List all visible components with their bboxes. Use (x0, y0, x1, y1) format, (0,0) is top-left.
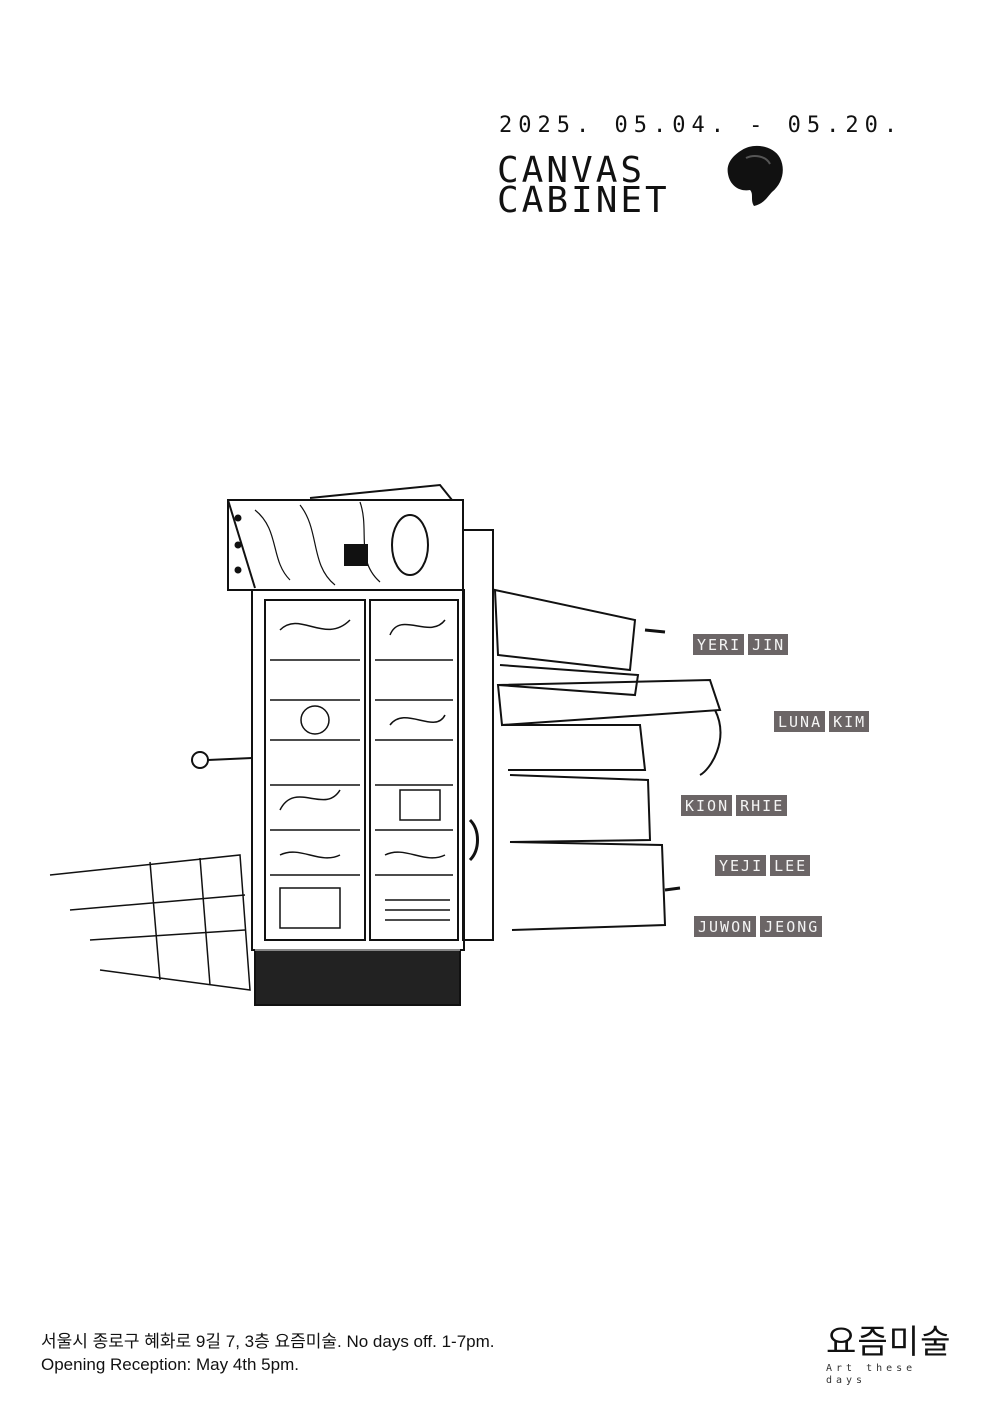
title-line-2: CABINET (497, 180, 670, 221)
cabinet-top (227, 483, 464, 591)
logo-korean: 요즘미술 (826, 1322, 952, 1361)
artist-first-name: YEJI (715, 855, 767, 876)
artist-first-name: YERI (693, 634, 745, 655)
artist-last-name: KIM (829, 711, 870, 732)
artist-first-name: LUNA (774, 711, 826, 732)
floor-lines (49, 854, 251, 991)
artist-tag-2: LUNA KIM (774, 711, 870, 732)
artist-last-name: JIN (748, 634, 789, 655)
cabinet-body (251, 589, 465, 1006)
artist-tag-1: YERI JIN (693, 634, 789, 655)
artist-tag-5: JUWON JEONG (694, 916, 823, 937)
reception-line: Opening Reception: May 4th 5pm. (41, 1355, 299, 1374)
artist-last-name: LEE (770, 855, 811, 876)
artist-first-name: KION (681, 795, 733, 816)
artist-last-name: JEONG (760, 916, 823, 937)
artist-tag-3: KION RHIE (681, 795, 788, 816)
address-line: 서울시 종로구 혜화로 9길 7, 3층 요즘미술. No days off. … (41, 1332, 495, 1351)
pull-out-drawers (462, 529, 722, 941)
artist-first-name: JUWON (694, 916, 757, 937)
artist-last-name: RHIE (736, 795, 788, 816)
exhibition-dates: 2025. 05.04. - 05.20. (499, 113, 904, 138)
gallery-logo: 요즘미술 Art these days (826, 1323, 960, 1387)
artist-tag-4: YEJI LEE (715, 855, 811, 876)
logo-english: Art these days (826, 1363, 917, 1386)
ink-blot-icon (727, 145, 783, 206)
title-line-1: CANVAS (497, 150, 646, 191)
exhibition-title: CANVAS CABINET (497, 150, 670, 221)
cabinet-sketch (49, 483, 722, 1006)
side-key (191, 751, 253, 769)
venue-info: 서울시 종로구 혜화로 9길 7, 3층 요즘미술. No days off. … (41, 1330, 495, 1376)
